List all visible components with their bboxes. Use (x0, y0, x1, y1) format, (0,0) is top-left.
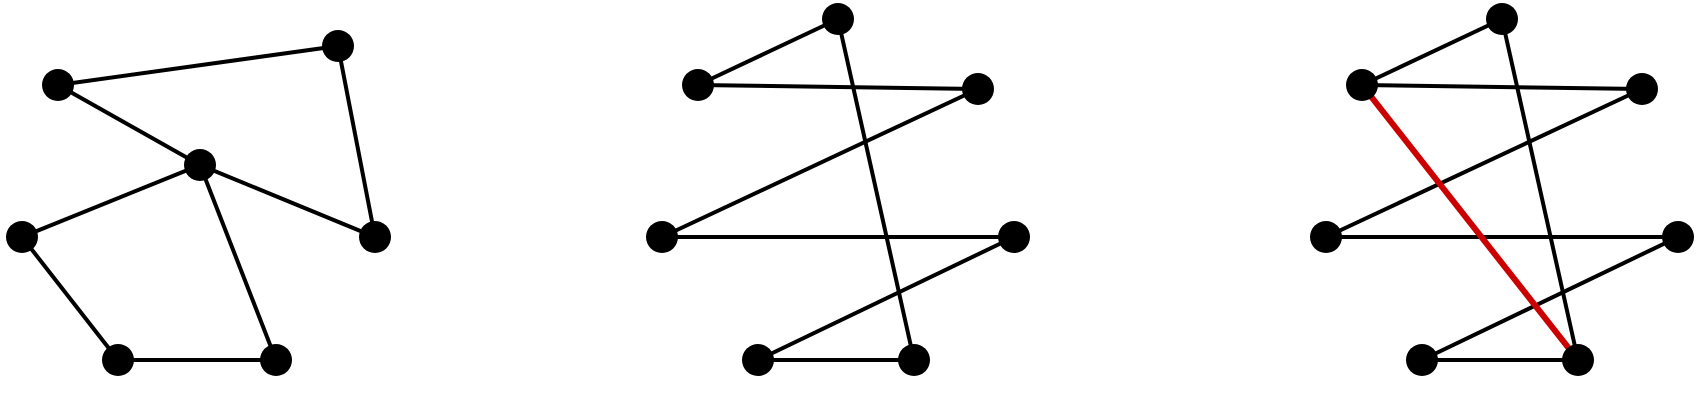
vertex-4 (998, 221, 1030, 253)
vertex-1 (322, 30, 354, 62)
graph-left (6, 30, 391, 376)
vertex-3 (359, 221, 391, 253)
vertex-3 (1310, 221, 1342, 253)
vertex-0 (822, 3, 854, 35)
vertex-0 (42, 69, 74, 101)
vertex-0 (1486, 3, 1518, 35)
vertex-5 (1406, 344, 1438, 376)
vertex-2 (1626, 73, 1658, 105)
edge-6-0 (836, 17, 916, 362)
vertex-2 (184, 149, 216, 181)
edge-1-2 (1360, 83, 1644, 91)
edge-0-2 (56, 83, 202, 167)
edge-1-3 (336, 44, 377, 239)
vertex-5 (260, 344, 292, 376)
vertex-3 (646, 221, 678, 253)
edge-4-5 (756, 235, 1016, 362)
highlighted-edge-1-6 (1359, 82, 1581, 363)
vertex-1 (682, 69, 714, 101)
vertex-6 (102, 344, 134, 376)
edge-2-3 (1324, 87, 1644, 239)
vertex-4 (6, 221, 38, 253)
vertex-6 (1562, 344, 1594, 376)
vertex-6 (898, 344, 930, 376)
edge-2-3 (198, 163, 377, 239)
graph-right (1310, 3, 1694, 376)
edge-0-1 (56, 44, 340, 87)
vertex-1 (1346, 69, 1378, 101)
vertex-2 (962, 73, 994, 105)
edge-2-4 (20, 163, 202, 239)
edge-4-6 (20, 235, 120, 362)
edge-4-5 (1420, 235, 1680, 362)
edge-0-1 (1360, 17, 1504, 87)
vertex-5 (742, 344, 774, 376)
edge-1-2 (696, 83, 980, 91)
vertex-4 (1662, 221, 1694, 253)
edge-2-3 (660, 87, 980, 239)
graph-middle (646, 3, 1030, 376)
edge-6-0 (1500, 17, 1580, 362)
edge-2-5 (198, 163, 278, 362)
edge-0-1 (696, 17, 840, 87)
